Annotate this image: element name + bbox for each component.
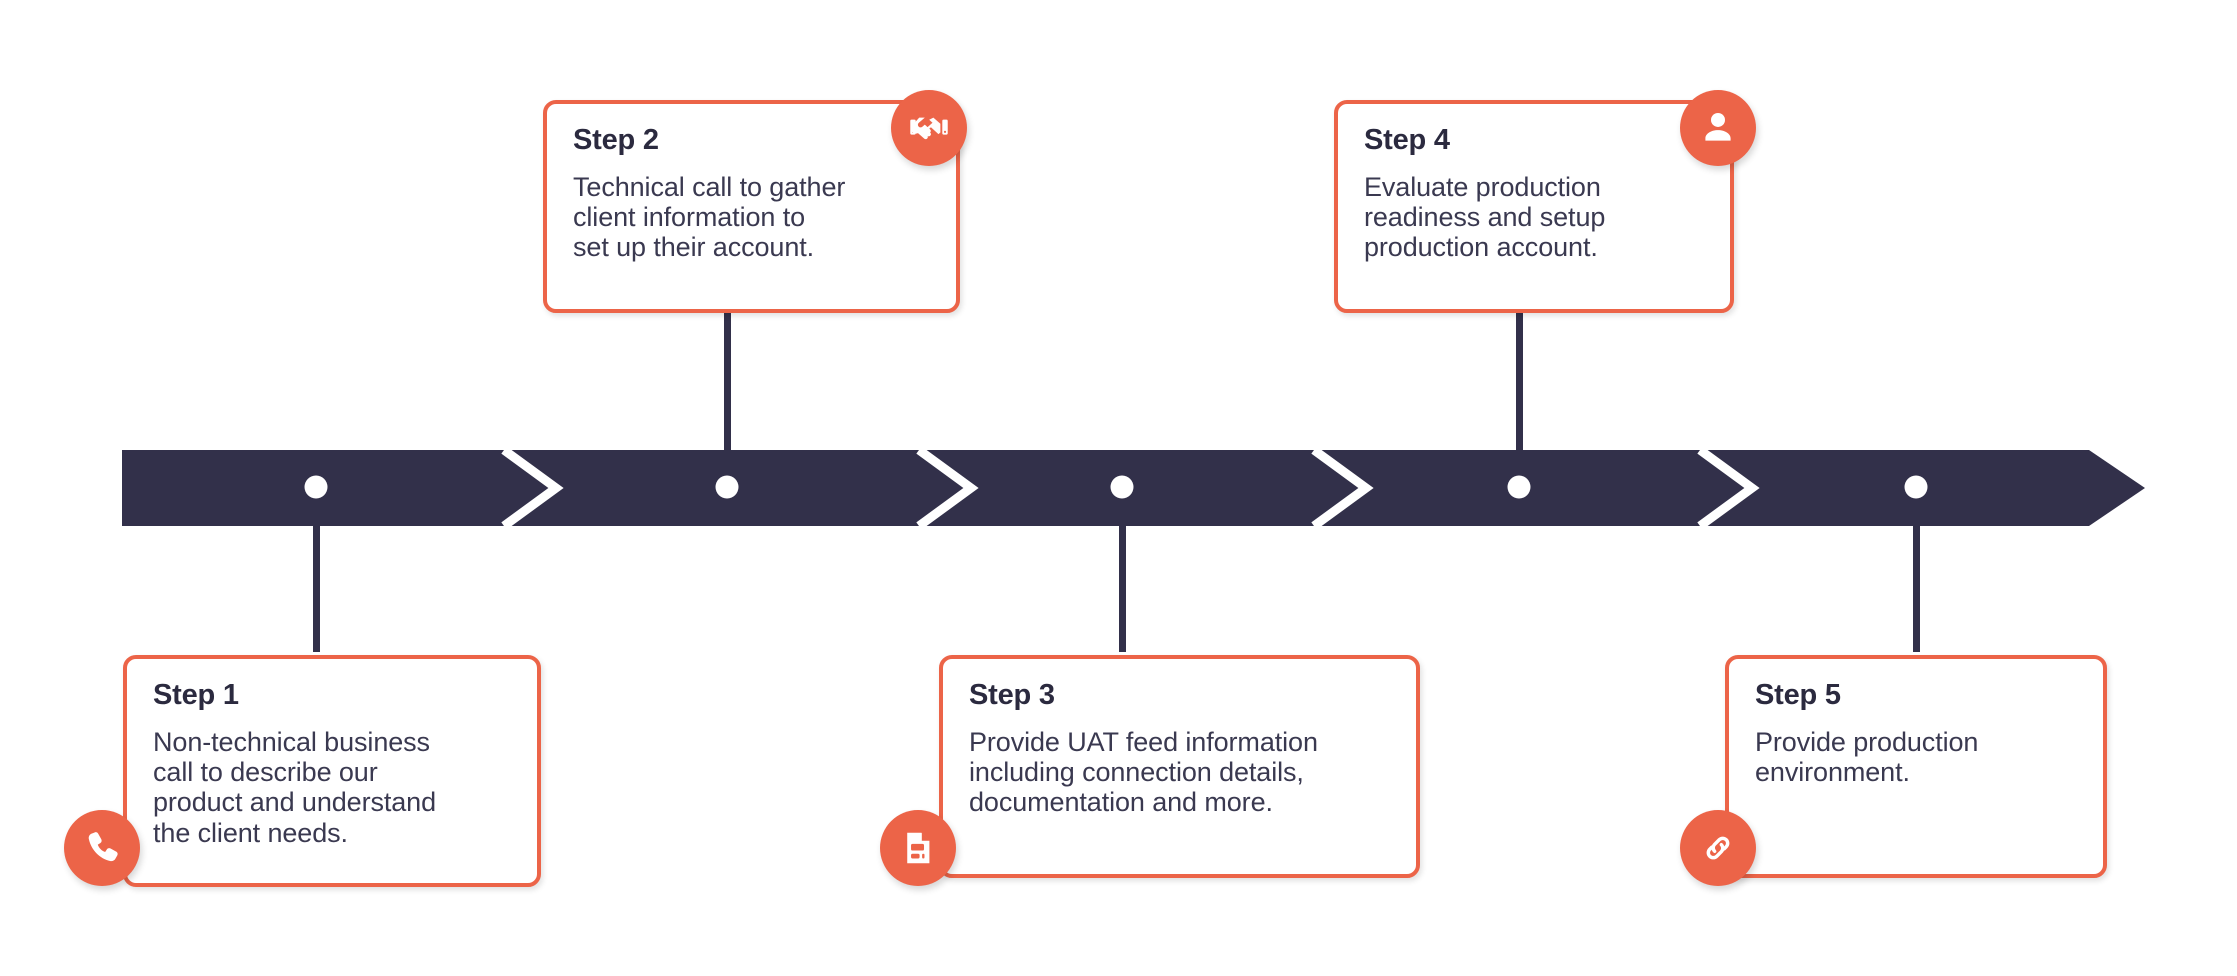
- step-card-5[interactable]: Step 5 Provide production environment.: [1725, 655, 2107, 878]
- step-card-1-body: Non-technical business call to describe …: [153, 727, 437, 848]
- connector-stem-2: [724, 313, 731, 452]
- chevron-separator-2: [916, 446, 979, 530]
- document-icon: [880, 810, 956, 886]
- step-card-2-title: Step 2: [573, 124, 659, 156]
- milestone-dot-4: [1507, 475, 1531, 499]
- connector-stem-5: [1913, 525, 1920, 652]
- step-card-3-title: Step 3: [969, 679, 1055, 711]
- connector-stem-3: [1119, 525, 1126, 652]
- step-card-4-title: Step 4: [1364, 124, 1450, 156]
- step-card-4-body: Evaluate production readiness and setup …: [1364, 172, 1606, 263]
- step-card-5-title: Step 5: [1755, 679, 1841, 711]
- connector-stem-1: [313, 525, 320, 652]
- connector-stem-4: [1516, 313, 1523, 452]
- link-icon: [1680, 810, 1756, 886]
- timeline-arrow-bar: [122, 446, 2145, 530]
- step-card-3-body: Provide UAT feed information including c…: [969, 727, 1318, 818]
- handshake-icon: [891, 90, 967, 166]
- chevron-separator-1: [501, 446, 564, 530]
- milestone-dot-1: [304, 475, 328, 499]
- step-card-4[interactable]: Step 4 Evaluate production readiness and…: [1334, 100, 1734, 313]
- step-card-1-title: Step 1: [153, 679, 239, 711]
- person-icon: [1680, 90, 1756, 166]
- bar-body: [122, 450, 2145, 526]
- phone-icon: [64, 810, 140, 886]
- step-card-3[interactable]: Step 3 Provide UAT feed information incl…: [939, 655, 1420, 878]
- chevron-separator-3: [1311, 446, 1374, 530]
- milestone-dot-2: [715, 475, 739, 499]
- step-card-2[interactable]: Step 2 Technical call to gather client i…: [543, 100, 960, 313]
- chevron-separator-4: [1697, 446, 1760, 530]
- step-card-5-body: Provide production environment.: [1755, 727, 1979, 788]
- timeline-bar-shape: [122, 446, 2145, 530]
- step-card-1[interactable]: Step 1 Non-technical business call to de…: [123, 655, 541, 887]
- milestone-dot-3: [1110, 475, 1134, 499]
- milestone-dot-5: [1904, 475, 1928, 499]
- step-card-2-body: Technical call to gather client informat…: [573, 172, 846, 263]
